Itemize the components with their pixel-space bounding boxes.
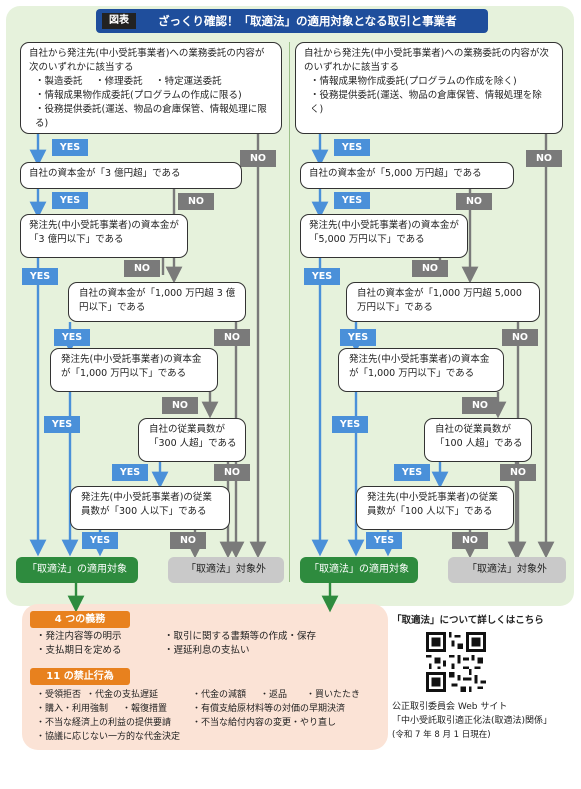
prohibition-item: 買いたたき <box>315 690 361 700</box>
right-criteria-lead: 自社から発注先(中小受託事業者)への業務委託の内容が次のいずれかに該当する <box>304 48 549 73</box>
yes-label: YES <box>334 192 370 209</box>
yes-label: YES <box>366 532 402 549</box>
no-label: NO <box>456 193 492 210</box>
qr-code-icon[interactable] <box>426 632 486 692</box>
right-criteria-row1: ・情報成果物作成委託(プログラムの作成を除く) <box>310 76 517 87</box>
obligation-item: 遅延利息の支払い <box>173 645 250 656</box>
left-q5: 自社の従業員数が「300 人超」である <box>138 418 246 462</box>
info-page-link[interactable]: 「中小受託取引適正化法(取適法)関係」 <box>392 716 553 726</box>
left-q6: 発注先(中小受託事業者)の従業員数が「300 人以下」である <box>70 486 230 530</box>
prohibition-item: 受領拒否 <box>45 690 82 700</box>
yes-label: YES <box>44 416 80 433</box>
prohibition-item: 購入・利用強制 <box>45 704 109 714</box>
info-date: (令和 7 年 8 月 1 日現在) <box>392 730 491 740</box>
obligation-item: 発注内容等の明示 <box>45 631 122 642</box>
figure-tag: 図表 <box>102 13 136 29</box>
left-criteria-lead: 自社から発注先(中小受託事業者)への業務委託の内容が次のいずれかに該当する <box>29 48 265 73</box>
no-label: NO <box>452 532 488 549</box>
right-result-applicable: 「取適法」の適用対象 <box>300 557 418 583</box>
left-item-repair: 修理委託 <box>104 76 143 87</box>
right-q1: 自社の資本金が「5,000 万円超」である <box>300 162 514 189</box>
yes-label: YES <box>394 464 430 481</box>
right-q3: 自社の資本金が「1,000 万円超 5,000 万円以下」である <box>346 282 540 322</box>
left-criteria-row1: ・製造委託 ・修理委託 ・特定運送委託 <box>35 76 222 87</box>
no-label: NO <box>170 532 206 549</box>
no-label: NO <box>214 464 250 481</box>
yes-label: YES <box>82 532 118 549</box>
left-q4: 発注先(中小受託事業者)の資本金が「1,000 万円以下」である <box>50 348 218 392</box>
left-item-transport: 特定運送委託 <box>164 76 222 87</box>
no-label: NO <box>502 329 538 346</box>
obligation-item: 取引に関する書類等の作成・保存 <box>173 631 317 642</box>
right-q5: 自社の従業員数が「100 人超」である <box>424 418 532 462</box>
left-item-service: 役務提供委託(運送、物品の倉庫保管、情報処理に限る) <box>35 104 267 129</box>
right-q2: 発注先(中小受託事業者)の資本金が「5,000 万円以下」である <box>300 214 468 258</box>
obligation-item: 支払期日を定める <box>45 645 122 656</box>
yes-label: YES <box>304 268 340 285</box>
no-label: NO <box>526 150 562 167</box>
right-q6: 発注先(中小受託事業者)の従業員数が「100 人以下」である <box>356 486 514 530</box>
no-label: NO <box>162 397 198 414</box>
info-site: 公正取引委員会 Web サイト <box>392 702 508 712</box>
no-label: NO <box>124 260 160 277</box>
yes-label: YES <box>334 139 370 156</box>
page-title: ざっくり確認！「取適法」の適用対象となる取引と事業者 <box>158 14 457 28</box>
no-label: NO <box>240 150 276 167</box>
left-q2: 発注先(中小受託事業者)の資本金が「3 億円以下」である <box>20 214 188 258</box>
prohibition-item: 有償支給原材料等の対価の早期決済 <box>201 704 346 714</box>
prohibitions-heading: 11 の禁止行為 <box>30 668 130 685</box>
yes-label: YES <box>112 464 148 481</box>
yes-label: YES <box>332 416 368 433</box>
obligations-heading: 4 つの義務 <box>30 611 130 628</box>
right-item-info: 情報成果物作成委託(プログラムの作成を除く) <box>319 76 517 87</box>
right-criteria-box: 自社から発注先(中小受託事業者)への業務委託の内容が次のいずれかに該当する ・情… <box>295 42 563 134</box>
prohibitions-list: ・受領拒否・代金の支払遅延・代金の減額・返品・買いたたき ・購入・利用強制・報復… <box>36 690 361 742</box>
prohibition-item: 代金の減額 <box>201 690 247 700</box>
left-q3: 自社の資本金が「1,000 万円超 3 億円以下」である <box>68 282 246 322</box>
no-label: NO <box>462 397 498 414</box>
info-heading: 「取適法」について詳しくはこちら <box>392 615 544 626</box>
info-text: 公正取引委員会 Web サイト 「中小受託取引適正化法(取適法)関係」 (令和 … <box>392 700 574 742</box>
left-item-manufacturing: 製造委託 <box>44 76 83 87</box>
prohibition-item: 報復措置 <box>131 704 168 714</box>
yes-label: YES <box>52 139 88 156</box>
no-label: NO <box>500 464 536 481</box>
prohibition-item: 返品 <box>269 690 288 700</box>
no-label: NO <box>412 260 448 277</box>
yes-label: YES <box>54 329 90 346</box>
right-criteria-row2: ・役務提供委託(運送、物品の倉庫保管、情報処理を除く) <box>310 90 542 115</box>
left-criteria-row2: ・情報成果物作成委託(プログラムの作成に限る) <box>35 90 242 101</box>
prohibition-item: 不当な給付内容の変更・やり直し <box>201 718 337 728</box>
prohibition-item: 代金の支払遅延 <box>95 690 159 700</box>
left-criteria-box: 自社から発注先(中小受託事業者)への業務委託の内容が次のいずれかに該当する ・製… <box>20 42 282 134</box>
no-label: NO <box>178 193 214 210</box>
right-q4: 発注先(中小受託事業者)の資本金が「1,000 万円以下」である <box>338 348 504 392</box>
right-item-service: 役務提供委託(運送、物品の倉庫保管、情報処理を除く) <box>310 90 542 115</box>
left-result-not-applicable: 「取適法」対象外 <box>168 557 284 583</box>
left-q1: 自社の資本金が「3 億円超」である <box>20 162 242 189</box>
left-result-applicable: 「取適法」の適用対象 <box>16 557 138 583</box>
right-result-not-applicable: 「取適法」対象外 <box>448 557 566 583</box>
prohibition-item: 不当な経済上の利益の提供要請 <box>45 718 172 728</box>
title-bar: 図表 ざっくり確認！「取適法」の適用対象となる取引と事業者 <box>96 9 488 33</box>
yes-label: YES <box>22 268 58 285</box>
yes-label: YES <box>52 192 88 209</box>
left-item-info: 情報成果物作成委託(プログラムの作成に限る) <box>44 90 242 101</box>
left-criteria-row3: ・役務提供委託(運送、物品の倉庫保管、情報処理に限る) <box>35 104 267 129</box>
no-label: NO <box>214 329 250 346</box>
column-divider <box>289 42 290 582</box>
obligations-list: ・発注内容等の明示・取引に関する書類等の作成・保存 ・支払期日を定める・遅延利息… <box>36 631 317 656</box>
prohibition-item: 協議に応じない一方的な代金決定 <box>45 732 181 742</box>
yes-label: YES <box>340 329 376 346</box>
